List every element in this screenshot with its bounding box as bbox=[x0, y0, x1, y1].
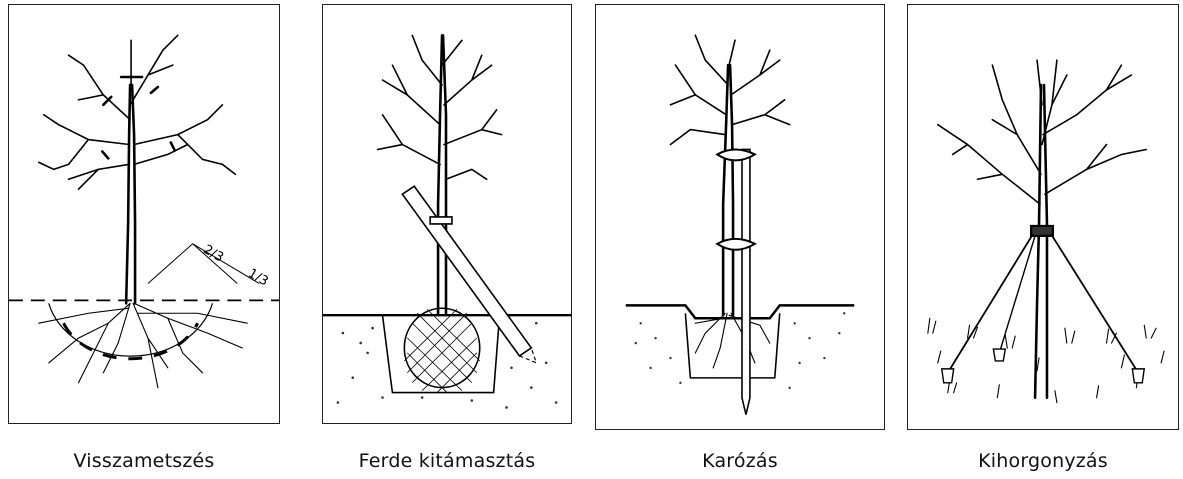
pruning-illustration: 2/3 1/3 bbox=[9, 5, 279, 423]
fraction-one-third: 1/3 bbox=[245, 266, 270, 289]
caption-staking: Karózás bbox=[595, 450, 885, 472]
fraction-two-thirds: 2/3 bbox=[201, 242, 226, 265]
caption-anchoring: Kihorgonyzás bbox=[907, 450, 1179, 472]
panel-pruning: 2/3 1/3 bbox=[8, 4, 280, 424]
caption-diagonal-staking: Ferde kitámasztás bbox=[322, 450, 572, 472]
panel-staking bbox=[595, 4, 885, 430]
panel-anchoring bbox=[907, 4, 1179, 430]
diagonal-staking-illustration bbox=[323, 5, 571, 423]
caption-pruning: Visszametszés bbox=[8, 450, 280, 472]
panel-diagonal-staking bbox=[322, 4, 572, 424]
staking-illustration bbox=[596, 5, 884, 429]
anchoring-illustration bbox=[908, 5, 1178, 429]
